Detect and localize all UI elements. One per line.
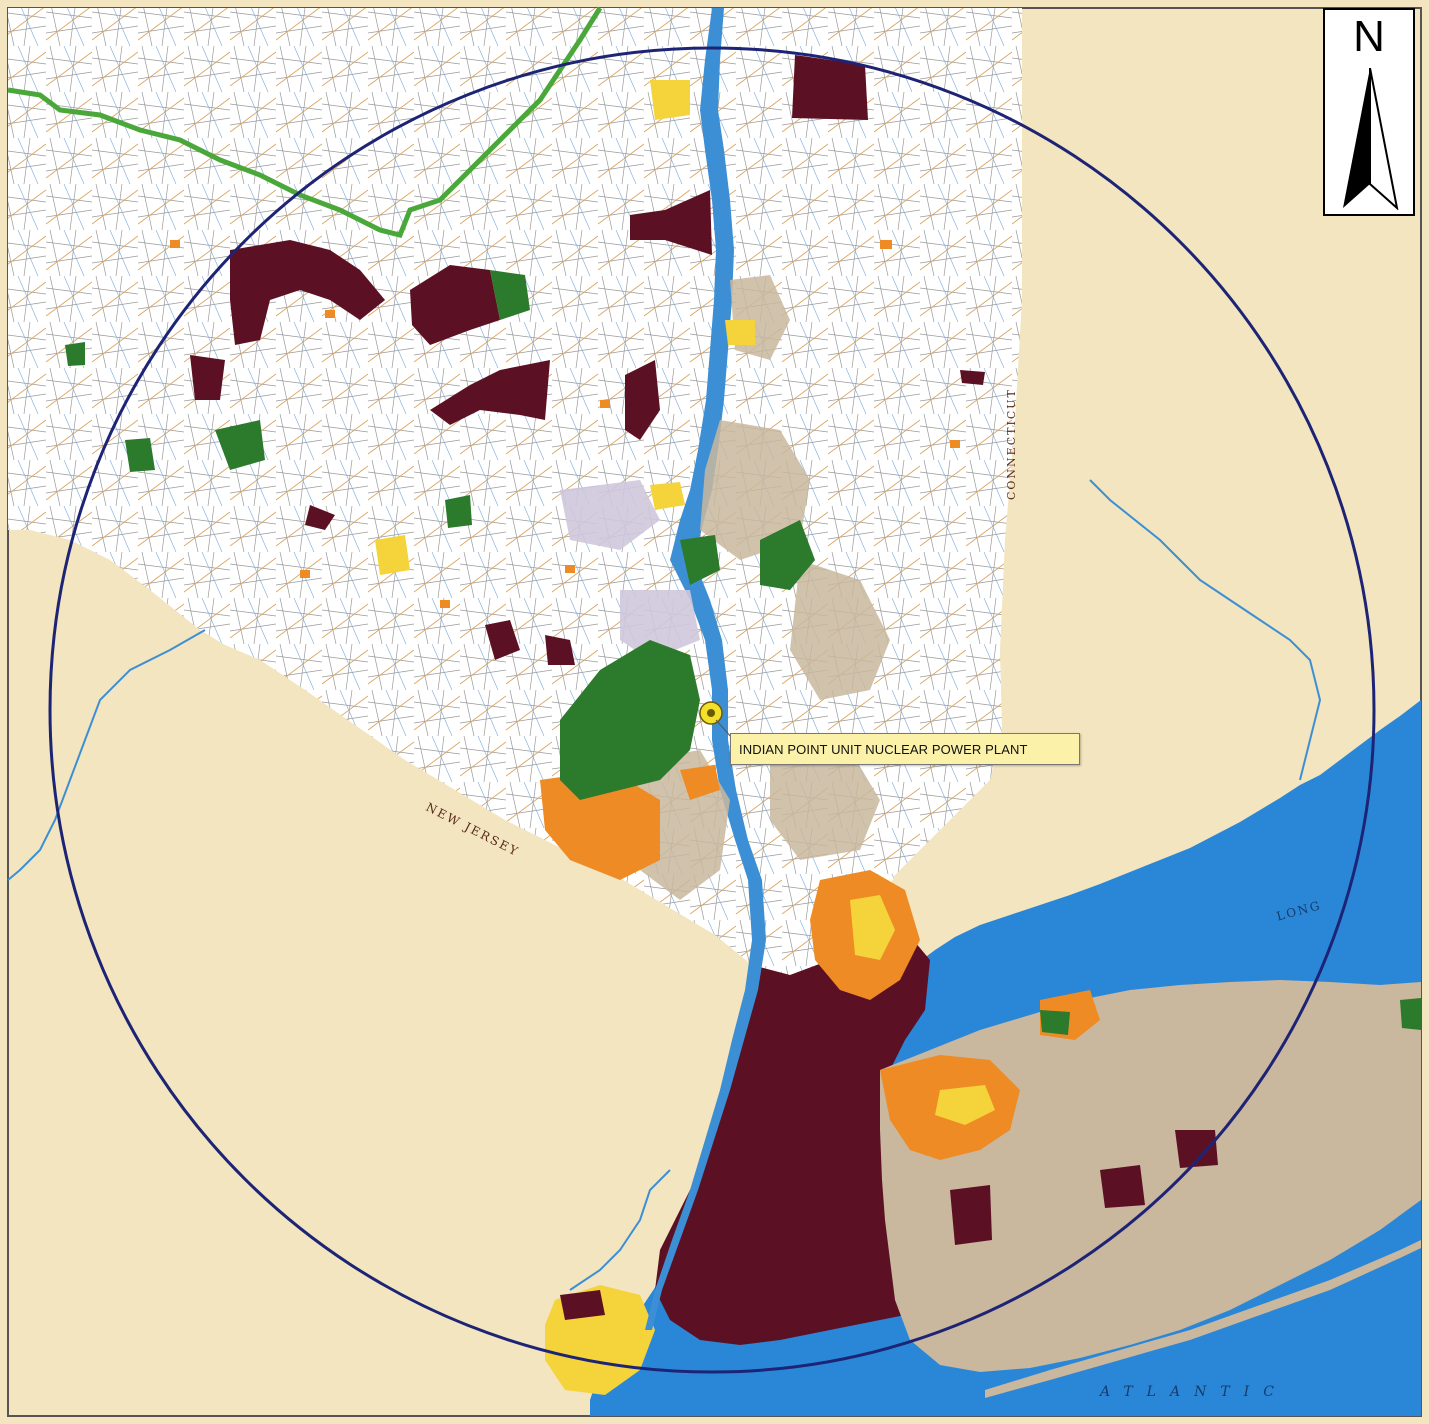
suburban-zone bbox=[650, 482, 685, 510]
dense-urban-block bbox=[485, 620, 520, 660]
delaware-river bbox=[7, 629, 206, 881]
north-letter: N bbox=[1353, 12, 1385, 61]
dense-urban-block bbox=[960, 370, 985, 385]
suburban-zone bbox=[540, 770, 660, 880]
dense-urban-block bbox=[305, 505, 335, 530]
park-zone bbox=[680, 535, 720, 585]
state-boundary-line bbox=[7, 6, 603, 238]
radius-ring bbox=[48, 46, 1376, 1374]
dense-urban-block bbox=[190, 355, 225, 400]
dense-urban-block bbox=[625, 360, 660, 440]
suburban-zone bbox=[680, 765, 720, 800]
urban-zone bbox=[790, 560, 890, 700]
dense-urban-block bbox=[1175, 1130, 1218, 1168]
park-zone bbox=[215, 420, 265, 470]
nj-river bbox=[569, 1169, 671, 1291]
park-zone bbox=[1400, 998, 1421, 1030]
dense-urban-block bbox=[630, 190, 712, 255]
park-zone bbox=[125, 438, 155, 472]
north-arrow-box: N bbox=[1323, 8, 1415, 216]
north-arrow-icon bbox=[1343, 68, 1399, 210]
town-markers bbox=[170, 240, 960, 608]
urban-zone bbox=[700, 420, 810, 560]
dense-urban-block bbox=[430, 360, 550, 425]
dense-urban-block bbox=[545, 635, 575, 665]
suburban-zone bbox=[725, 320, 755, 345]
dense-urban-block bbox=[560, 1290, 605, 1320]
long-island bbox=[880, 980, 1421, 1372]
suburban-zone bbox=[935, 1085, 995, 1125]
barrier-beach bbox=[985, 1240, 1421, 1398]
park-zone bbox=[65, 342, 85, 366]
connecticut-label: CONNECTICUT bbox=[1005, 388, 1018, 500]
plant-callout-leader bbox=[715, 719, 733, 739]
plant-callout: INDIAN POINT UNIT NUCLEAR POWER PLANT bbox=[730, 733, 1080, 765]
dense-urban-block bbox=[792, 55, 868, 120]
dense-urban-block bbox=[950, 1185, 992, 1245]
urban-zone bbox=[770, 750, 880, 860]
dense-urban-block bbox=[230, 240, 385, 345]
suburban-zone bbox=[650, 80, 690, 120]
dense-urban-block bbox=[410, 265, 500, 345]
light-urban-zone bbox=[560, 480, 660, 550]
park-zone bbox=[1040, 1010, 1070, 1035]
ct-river bbox=[1089, 479, 1322, 781]
atlantic-label: ATLANTIC bbox=[1100, 1384, 1288, 1400]
harriman-park bbox=[560, 640, 700, 800]
plant-marker-center bbox=[707, 709, 715, 717]
dense-urban-block bbox=[1100, 1165, 1145, 1208]
park-zone bbox=[490, 270, 530, 320]
plant-label: INDIAN POINT UNIT NUCLEAR POWER PLANT bbox=[739, 741, 1028, 757]
suburban-zone bbox=[375, 535, 410, 575]
suburban-zone bbox=[850, 895, 895, 960]
park-zone bbox=[445, 495, 472, 528]
park-zone bbox=[760, 520, 815, 590]
light-urban-zone bbox=[620, 590, 700, 660]
